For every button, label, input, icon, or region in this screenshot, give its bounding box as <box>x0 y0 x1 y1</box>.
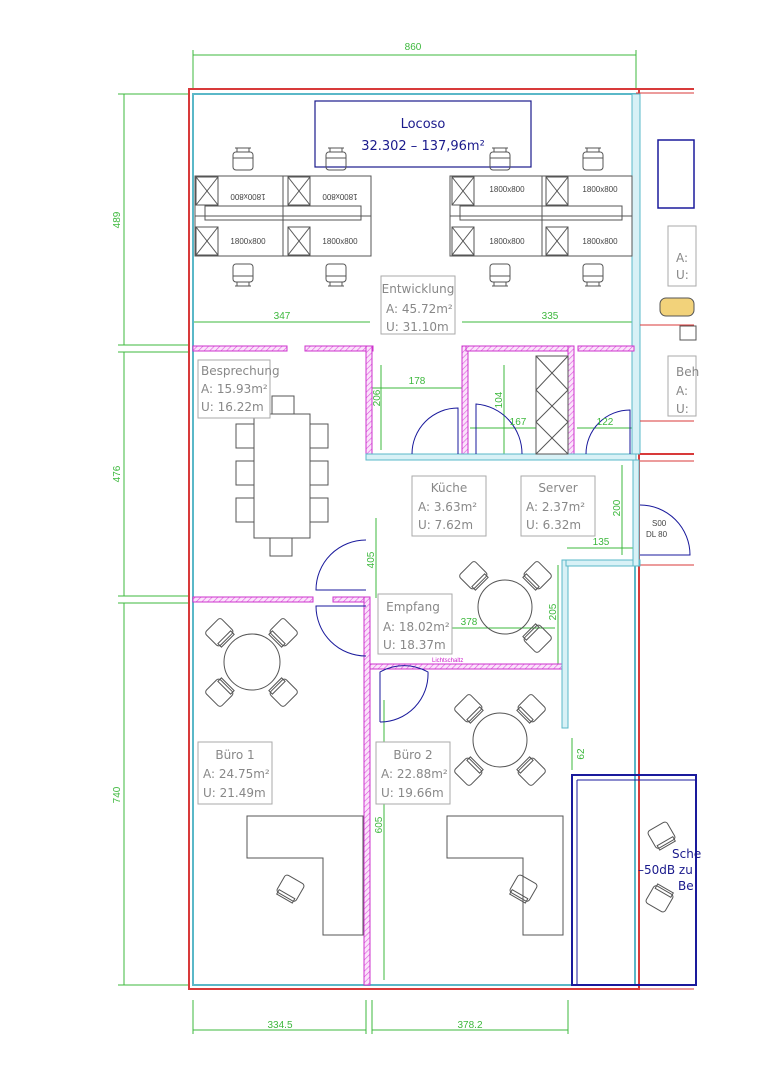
room-besprechung-perimeter: U: 16.22m <box>201 400 264 414</box>
room-server-name: Server <box>538 481 577 495</box>
dim-335: 335 <box>542 311 559 322</box>
plan-area: 32.302 – 137,96m² <box>361 139 485 154</box>
dim-605: 605 <box>374 816 385 833</box>
edge-label: Sche <box>672 847 701 861</box>
misc-label: DL 80 <box>646 530 668 539</box>
dim-left-489: 489 <box>112 211 123 228</box>
edge-label: A: <box>676 251 688 265</box>
dim-bottom-left: 334.5 <box>267 1020 292 1031</box>
room-besprechung-name: Besprechung <box>201 364 280 378</box>
room-entwicklung-area: A: 45.72m² <box>386 302 453 316</box>
misc-label: S00 <box>652 519 667 528</box>
room-entwicklung-name: Entwicklung <box>382 282 455 296</box>
room-server-area: A: 2.37m² <box>526 500 585 514</box>
dimension-lines <box>118 50 637 1034</box>
desks: 1800x800 1800x800 1800x800 1800x800 1800… <box>194 147 633 287</box>
dimension-texts: 860 489 476 740 347 335 178 206 104 167 … <box>112 42 623 1031</box>
desk-label: 1800x800 <box>230 237 266 246</box>
desk-label: 1800x800 <box>230 192 266 201</box>
desk-label: 1800x800 <box>582 237 618 246</box>
edge-label: A: <box>676 384 688 398</box>
dim-347: 347 <box>274 311 291 322</box>
room-buero1-name: Büro 1 <box>215 748 254 762</box>
dim-62: 62 <box>576 748 587 760</box>
sofa-object <box>659 297 695 317</box>
desk-label: 1800x800 <box>489 185 525 194</box>
room-empfang-perimeter: U: 18.37m <box>383 638 446 652</box>
dim-left-476: 476 <box>112 465 123 482</box>
edge-label: Beh <box>676 365 699 379</box>
meeting-table <box>235 395 329 557</box>
room-buero1-perimeter: U: 21.49m <box>203 786 266 800</box>
outer-walls <box>188 88 697 990</box>
edge-label: –50dB zu <box>638 863 693 877</box>
dim-200: 200 <box>612 499 623 516</box>
room-entwicklung-perimeter: U: 31.10m <box>386 320 449 334</box>
title-block: Locoso 32.302 – 137,96m² <box>314 100 532 168</box>
dim-206: 206 <box>372 389 383 406</box>
dim-405: 405 <box>366 551 377 568</box>
dim-left-740: 740 <box>112 786 123 803</box>
room-labels: Entwicklung A: 45.72m² U: 31.10m Besprec… <box>197 251 701 893</box>
doors <box>315 403 691 723</box>
cabinet-object <box>679 325 697 341</box>
dim-378: 378 <box>461 617 478 628</box>
edge-label: U: <box>676 268 689 282</box>
dim-122: 122 <box>597 417 614 428</box>
dim-178: 178 <box>409 376 426 387</box>
edge-label: U: <box>676 402 689 416</box>
room-buero2-name: Büro 2 <box>393 748 432 762</box>
misc-label: Lichtschaltz <box>432 658 463 664</box>
dim-top: 860 <box>405 42 422 53</box>
desk-label: 1800x800 <box>322 192 358 201</box>
dim-104: 104 <box>494 391 505 408</box>
room-empfang-name: Empfang <box>386 600 440 614</box>
desk-label: 1800x800 <box>489 237 525 246</box>
room-empfang-area: A: 18.02m² <box>383 620 450 634</box>
room-server-perimeter: U: 6.32m <box>526 518 581 532</box>
edge-label: Be <box>678 879 694 893</box>
dim-205: 205 <box>548 603 559 620</box>
room-besprechung-area: A: 15.93m² <box>201 382 268 396</box>
dim-167: 167 <box>510 417 527 428</box>
interior-walls <box>192 345 641 986</box>
room-buero2-area: A: 22.88m² <box>381 767 448 781</box>
room-buero2-perimeter: U: 19.66m <box>381 786 444 800</box>
desk-label: 1800x800 <box>322 237 358 246</box>
room-kueche-area: A: 3.63m² <box>418 500 477 514</box>
room-kueche-perimeter: U: 7.62m <box>418 518 473 532</box>
desk-label: 1800x800 <box>582 185 618 194</box>
dim-135: 135 <box>593 537 610 548</box>
round-tables <box>203 559 554 788</box>
room-buero1-area: A: 24.75m² <box>203 767 270 781</box>
dim-bottom-right: 378.2 <box>457 1020 482 1031</box>
room-kueche-name: Küche <box>431 481 467 495</box>
plan-title: Locoso <box>401 117 446 132</box>
office-desks <box>246 815 678 936</box>
